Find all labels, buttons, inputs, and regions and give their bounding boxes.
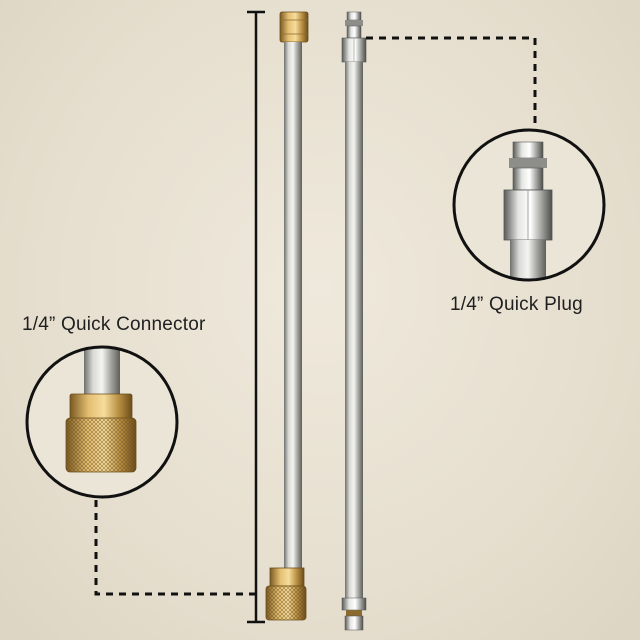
leader-line-plug: [366, 36, 537, 128]
wand-with-quick-connector: [265, 11, 309, 621]
quick-connector-label: 1/4” Quick Connector: [22, 314, 206, 335]
length-dimension-line: [247, 10, 265, 624]
quick-connector-zoom-circle: [25, 345, 179, 499]
quick-plug-zoom-circle: [452, 128, 606, 282]
quick-plug-label: 1/4” Quick Plug: [450, 294, 583, 315]
leader-line-connector: [94, 500, 262, 596]
wand-with-quick-plug: [341, 11, 367, 631]
